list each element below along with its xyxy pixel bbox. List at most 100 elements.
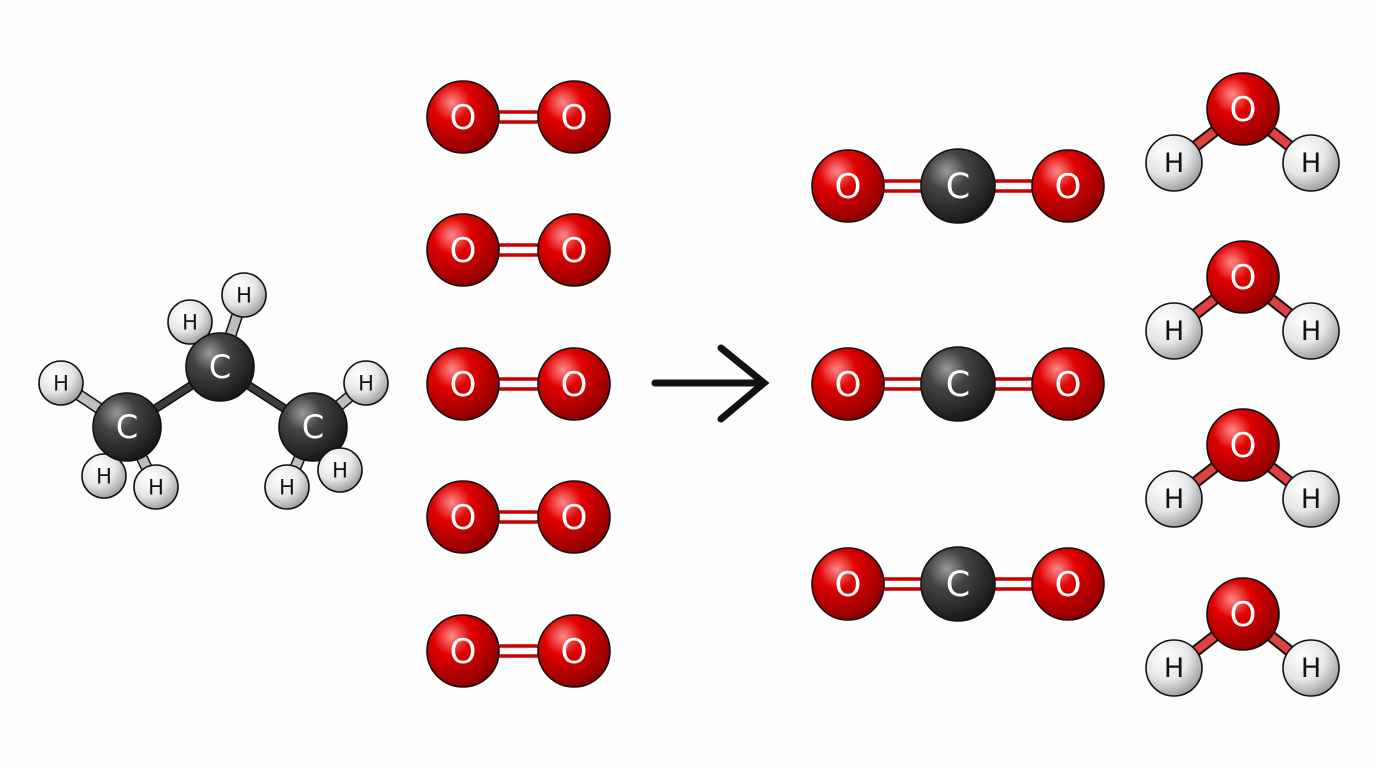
oxygen-molecule-2-atom-2-label: O [561, 231, 588, 271]
propane-hydrogen-4-sphere [167, 299, 213, 345]
carbon-dioxide-molecule-1-carbon: C [920, 148, 996, 224]
water-molecule-1-hydrogen-2-sphere [1282, 134, 1340, 192]
oxygen-molecule-1-atom-2-sphere [537, 80, 611, 154]
water-molecule-4-hydrogen-2-label: H [1301, 653, 1321, 684]
oxygen-molecule-5-atom-1-sphere [426, 614, 500, 688]
water-molecule-4-oxygen-label: O [1230, 595, 1257, 635]
carbon-dioxide-molecule-2-carbon-label: C [946, 365, 970, 405]
water-molecule-2-oxygen-label: O [1230, 258, 1257, 298]
water-molecule-2-hydrogen-2-sphere [1282, 302, 1340, 360]
water-molecule-1: H H O [1145, 72, 1340, 192]
propane-hydrogen-8-label: H [332, 458, 348, 482]
carbon-dioxide-molecule-3-carbon-label: C [946, 565, 970, 605]
carbon-dioxide-molecule-3-oxygen-1: O [811, 547, 885, 621]
oxygen-molecule-1-atom-1-sphere [426, 80, 500, 154]
oxygen-molecule-4-atom-2: O [537, 480, 611, 554]
oxygen-molecule-1-atom-2: O [537, 80, 611, 154]
carbon-dioxide-molecule-1-oxygen-1: O [811, 149, 885, 223]
carbon-dioxide-molecule-3-oxygen-1-label: O [835, 565, 862, 605]
propane-hydrogen-7-sphere [264, 464, 310, 510]
water-molecule-2-hydrogen-2: H [1282, 302, 1340, 360]
oxygen-molecule-1-atom-2-label: O [561, 98, 588, 138]
oxygen-molecule-3-atom-2-sphere [537, 347, 611, 421]
carbon-dioxide-molecule-3-oxygen-2-label: O [1055, 565, 1082, 605]
propane-carbon-3-label: C [302, 408, 324, 446]
oxygen-molecule-2-atom-2-sphere [537, 213, 611, 287]
propane-hydrogen-8: H [317, 447, 363, 493]
oxygen-molecule-4-atom-2-label: O [561, 498, 588, 538]
reaction-arrow-head [717, 344, 770, 423]
propane-hydrogen-3-label: H [148, 475, 164, 499]
propane-hydrogen-1: H [38, 360, 84, 406]
oxygen-molecule-5-atom-2-sphere [537, 614, 611, 688]
propane-hydrogen-2-label: H [96, 464, 112, 488]
propane-hydrogen-5-sphere [221, 272, 267, 318]
carbon-dioxide-molecule-3-oxygen-1-sphere [811, 547, 885, 621]
oxygen-molecule-3-atom-1-label: O [450, 365, 477, 405]
carbon-dioxide-molecule-1-carbon-label: C [946, 167, 970, 207]
water-molecule-3-hydrogen-1-label: H [1164, 484, 1184, 515]
water-molecule-4-oxygen-sphere [1206, 577, 1280, 651]
water-molecule-2-hydrogen-1-label: H [1164, 316, 1184, 347]
propane-hydrogen-5-label: H [236, 283, 252, 307]
water-molecule-3-oxygen-label: O [1230, 426, 1257, 466]
propane-hydrogen-5: H [221, 272, 267, 318]
oxygen-molecule-1-atom-1-label: O [450, 98, 477, 138]
water-molecule-4-oxygen: O [1206, 577, 1280, 651]
water-molecule-1-hydrogen-1-label: H [1164, 148, 1184, 179]
propane-hydrogen-2-sphere [81, 453, 127, 499]
oxygen-molecule-2-atom-1: O [426, 213, 500, 287]
oxygen-molecule-5-atom-2: O [537, 614, 611, 688]
carbon-dioxide-molecule-1-carbon-sphere [920, 148, 996, 224]
carbon-dioxide-molecule-3-oxygen-2: O [1031, 547, 1105, 621]
water-molecule-3-oxygen-sphere [1206, 408, 1280, 482]
water-molecule-1-hydrogen-2-label: H [1301, 148, 1321, 179]
propane-carbon-2: C [185, 332, 255, 402]
propane-carbon-2-sphere [185, 332, 255, 402]
oxygen-molecule-4-atom-2-sphere [537, 480, 611, 554]
reaction-arrow-icon [651, 344, 770, 423]
water-molecule-1-oxygen-sphere [1206, 72, 1280, 146]
propane-hydrogen-3-sphere [133, 464, 179, 510]
propane-hydrogen-7-label: H [279, 475, 295, 499]
carbon-dioxide-molecule-2-oxygen-1: O [811, 347, 885, 421]
propane-carbon-3-sphere [278, 392, 348, 462]
water-molecule-3-hydrogen-2-label: H [1301, 484, 1321, 515]
water-molecule-1-hydrogen-2: H [1282, 134, 1340, 192]
water-molecule-3-hydrogen-2-sphere [1282, 470, 1340, 528]
propane-hydrogen-6-sphere [343, 360, 389, 406]
propane-carbon-1-label: C [116, 408, 138, 446]
oxygen-molecule-5-atom-1-label: O [450, 632, 477, 672]
water-molecule-3-oxygen: O [1206, 408, 1280, 482]
oxygen-molecule-3-atom-2: O [537, 347, 611, 421]
carbon-dioxide-molecule-2-carbon: C [920, 346, 996, 422]
water-molecule-4-hydrogen-2-sphere [1282, 639, 1340, 697]
oxygen-molecule-2-atom-1-label: O [450, 231, 477, 271]
carbon-dioxide-molecule-3-carbon: C [920, 546, 996, 622]
water-molecule-2-hydrogen-1-sphere [1145, 302, 1203, 360]
water-molecule-1-oxygen: O [1206, 72, 1280, 146]
water-molecule-3: H H O [1145, 408, 1340, 528]
water-molecule-3-hydrogen-1: H [1145, 470, 1203, 528]
water-molecule-1-oxygen-label: O [1230, 90, 1257, 130]
oxygen-molecule-4-atom-1-label: O [450, 498, 477, 538]
carbon-dioxide-molecule-1-oxygen-1-sphere [811, 149, 885, 223]
oxygen-molecule-4-atom-1-sphere [426, 480, 500, 554]
propane-hydrogen-1-label: H [53, 371, 69, 395]
oxygen-molecule-4-atom-1: O [426, 480, 500, 554]
water-molecule-4-hydrogen-1-sphere [1145, 639, 1203, 697]
oxygen-molecule-3-atom-1-sphere [426, 347, 500, 421]
oxygen-molecule-3-atom-1: O [426, 347, 500, 421]
propane-hydrogen-4: H [167, 299, 213, 345]
water-molecule-3-hydrogen-2: H [1282, 470, 1340, 528]
carbon-dioxide-molecule-2-oxygen-2-sphere [1031, 347, 1105, 421]
